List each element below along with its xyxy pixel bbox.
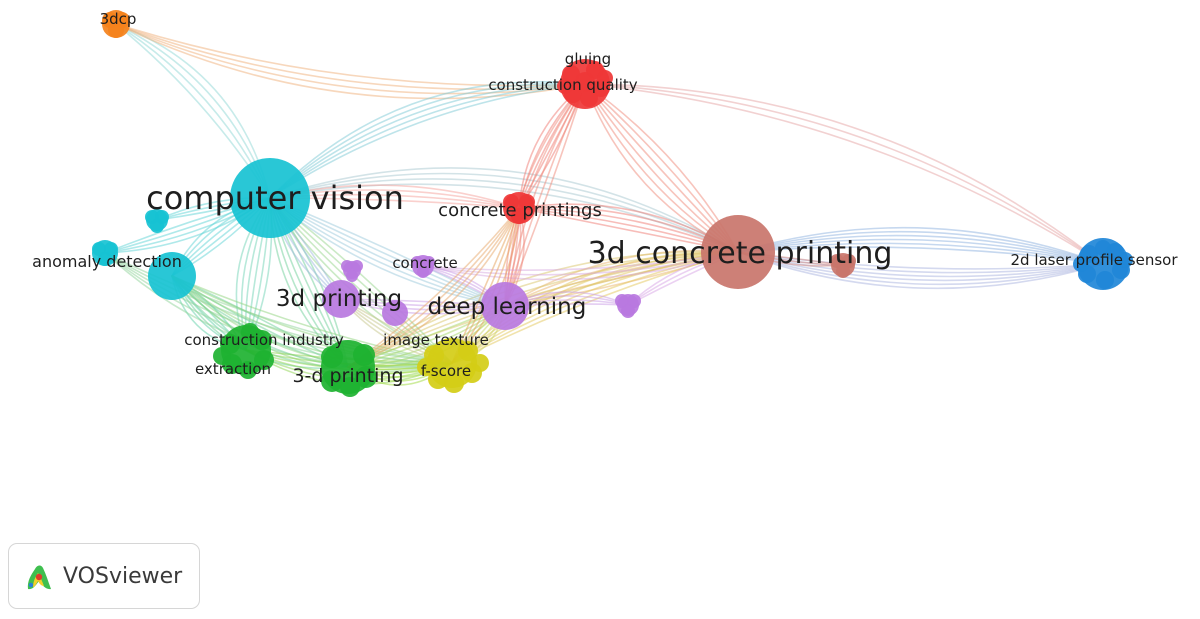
node-dcpn-sub-2[interactable]: [108, 22, 124, 38]
link-dcp-it-4: [451, 251, 739, 364]
node-cp-sub-0[interactable]: [503, 194, 519, 210]
link-glu-dl-2: [504, 83, 586, 307]
node-ci-sub-5[interactable]: [213, 347, 231, 365]
node-ad2-sub-2[interactable]: [98, 252, 112, 266]
node-dcp[interactable]: [701, 215, 775, 289]
link-glu-lsr-0: [584, 83, 1104, 265]
node-pp3[interactable]: [382, 300, 408, 326]
label-image-texture: image texture: [383, 331, 489, 349]
node-lsr-sub-4[interactable]: [1096, 271, 1114, 289]
node-it-sub-4[interactable]: [444, 373, 464, 393]
node-p3-sub-2[interactable]: [355, 366, 377, 388]
label-construction-quality: construction quality: [488, 76, 637, 94]
link-ad-it-1: [171, 275, 453, 364]
link-dcp-ccr-1: [422, 251, 739, 276]
label-2d-laser-profile-sensor: 2d laser profile sensor: [1010, 251, 1178, 269]
node-p3-sub-1[interactable]: [353, 344, 375, 366]
node-ci-sub-2[interactable]: [254, 350, 274, 370]
node-p3-sub-0[interactable]: [321, 346, 343, 368]
node-ccr-sub-1[interactable]: [423, 256, 435, 268]
link-cv-dcp-3: [269, 183, 739, 253]
node-lsr-sub-7[interactable]: [1117, 252, 1133, 268]
link-cv-dcp-0: [269, 167, 739, 253]
network-nodes: [92, 10, 1133, 397]
label-deep-learning: deep learning: [428, 294, 587, 320]
node-pp2-sub-2[interactable]: [621, 304, 635, 318]
node-pp4-sub-1[interactable]: [351, 260, 363, 272]
node-it-sub-5[interactable]: [471, 354, 489, 372]
link-dcp-lsr-0: [737, 226, 1104, 265]
network-labels: 3dcp gluing construction quality compute…: [32, 10, 1178, 387]
node-cp-sub-2[interactable]: [511, 208, 527, 224]
label-anomaly-detection: anomaly detection: [32, 252, 182, 271]
label-f-score: f-score: [421, 362, 471, 380]
label-construction-industry: construction industry: [184, 331, 344, 349]
link-cv-glu-3: [269, 83, 586, 199]
link-glu-lsr-1: [584, 83, 1104, 265]
node-pp4-sub-2[interactable]: [346, 270, 358, 282]
vosviewer-brand-name: VOSviewer: [63, 563, 183, 589]
node-lsr-sub-5[interactable]: [1095, 240, 1111, 256]
node-dp[interactable]: [322, 280, 360, 318]
link-p3-cp-3: [347, 207, 520, 368]
label-3d-printing: 3d printing: [276, 286, 402, 312]
node-c3-sub-2[interactable]: [150, 219, 164, 233]
node-glu-sub-5[interactable]: [557, 78, 573, 94]
link-glu-lsr-2: [584, 83, 1104, 265]
node-br2-sub-2[interactable]: [836, 264, 850, 278]
node-lsr-sub-6[interactable]: [1073, 256, 1089, 272]
link-dcp-lsr-2: [737, 251, 1104, 278]
link-cv-glu-0: [269, 81, 586, 199]
node-glu-sub-6[interactable]: [597, 70, 613, 86]
node-ci-sub-4[interactable]: [239, 361, 257, 379]
link-dcp-p3-2: [347, 251, 739, 368]
node-p3-sub-3[interactable]: [321, 370, 343, 392]
node-pp4-sub-0[interactable]: [341, 260, 353, 272]
link-dcp-ccr-0: [422, 251, 739, 281]
label-concrete-printings: concrete printings: [438, 200, 602, 221]
node-ccr-sub-2[interactable]: [417, 266, 429, 278]
node-dl[interactable]: [481, 282, 529, 330]
node-glu-sub-4[interactable]: [580, 89, 598, 107]
label-3dcp: 3dcp: [100, 10, 137, 28]
node-it-sub-3[interactable]: [428, 369, 448, 389]
link-dcp-lsr-5: [737, 246, 1104, 265]
label-concrete: concrete: [392, 254, 457, 272]
link-cv-dcp-2: [269, 178, 739, 253]
vosviewer-logo-icon: [27, 565, 51, 590]
link-dcp-lsr-1: [737, 230, 1104, 265]
link-cv-glu-1: [269, 82, 586, 199]
link-ad-it-5: [171, 275, 453, 373]
label-gluing: gluing: [565, 50, 611, 68]
link-dcp-lsr-2: [737, 234, 1104, 265]
link-dcp-lsr-3: [737, 238, 1104, 265]
node-ci-sub-6[interactable]: [241, 323, 259, 341]
node-cv[interactable]: [230, 158, 310, 238]
label-3d-concrete-printing: 3d concrete printing: [588, 236, 893, 271]
node-glu-sub-7[interactable]: [575, 72, 595, 92]
node-cp-sub-1[interactable]: [519, 194, 535, 210]
node-it-sub-1[interactable]: [458, 341, 478, 361]
node-ad[interactable]: [148, 252, 196, 300]
node-it-sub-6[interactable]: [417, 358, 435, 376]
link-cv-glu-4: [269, 83, 586, 199]
link-dcp-lsr-4: [737, 242, 1104, 265]
label-extraction: extraction: [195, 360, 271, 378]
vosviewer-badge: VOSviewer: [8, 543, 200, 609]
label-3-d-printing: 3-d printing: [292, 365, 403, 387]
link-dcp-lsr-5: [737, 251, 1104, 290]
link-ad-it-0: [171, 275, 453, 364]
link-dcp-lsr-4: [737, 251, 1104, 286]
label-computer-vision: computer vision: [146, 179, 404, 217]
node-ccr-sub-0[interactable]: [411, 256, 423, 268]
link-cv-glu-2: [269, 83, 586, 199]
link-dcp-p3-4: [347, 250, 739, 368]
node-p3-sub-4[interactable]: [340, 377, 360, 397]
